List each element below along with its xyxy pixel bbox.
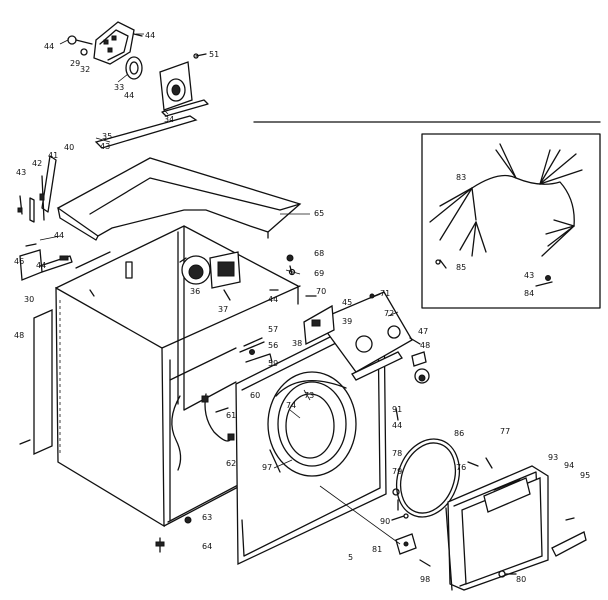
label-30: 30 [24,295,34,304]
label-43: 43 [100,142,110,151]
label-43: 43 [16,168,26,177]
label-37: 37 [218,305,228,314]
label-65: 65 [314,209,324,218]
inset-harness-box [253,121,601,309]
label-44: 44 [124,91,134,100]
label-80: 80 [516,575,526,584]
small-parts-left [17,155,57,223]
label-47: 47 [418,327,428,336]
label-63: 63 [202,513,212,522]
cabinet [55,225,301,528]
door-assembly [445,457,587,591]
label-44: 44 [44,42,54,51]
part-90 [391,513,409,521]
screws-63-64 [155,516,192,553]
label-48: 48 [420,341,430,350]
label-76: 76 [456,463,466,472]
ring-33 [125,56,143,80]
label-94: 94 [564,461,574,470]
label-71: 71 [380,289,390,298]
label-98: 98 [420,575,430,584]
label-36: 36 [190,287,200,296]
label-85: 85 [456,263,466,272]
label-91: 91 [392,405,402,414]
label-77: 77 [500,427,510,436]
bracket-34 [159,53,209,117]
label-79: 79 [392,467,402,476]
label-38: 38 [292,339,302,348]
side-cover-48 [19,308,53,456]
hinge-81 [395,533,431,567]
label-35: 35 [102,132,112,141]
label-83: 83 [456,173,466,182]
label-61: 61 [226,411,236,420]
label-44: 44 [36,261,46,270]
control-housing-assembly [67,21,143,65]
label-68: 68 [314,249,324,258]
label-34: 34 [164,115,174,124]
label-51: 51 [209,50,219,59]
label-59: 59 [268,359,278,368]
door-seal-78 [396,438,460,518]
top-panel-65 [56,157,302,241]
label-93: 93 [548,453,558,462]
label-46: 46 [14,257,24,266]
label-74: 74 [286,401,296,410]
label-73: 73 [304,391,314,400]
latch-79 [392,488,400,511]
label-84: 84 [524,289,534,298]
label-44: 44 [268,295,278,304]
label-72: 72 [384,309,394,318]
label-41: 41 [48,151,58,160]
label-95: 95 [580,471,590,480]
front-panel-frame [235,308,387,566]
label-56: 56 [268,341,278,350]
label-60: 60 [250,391,260,400]
label-33: 33 [114,83,124,92]
label-57: 57 [268,325,278,334]
label-44: 44 [392,421,402,430]
label-40: 40 [64,143,74,152]
label-32: 32 [80,65,90,74]
screw-91 [395,407,399,421]
label-44: 44 [54,231,64,240]
label-5: 5 [348,553,353,562]
leader-lines [39,33,401,545]
label-64: 64 [202,542,212,551]
label-81: 81 [372,545,382,554]
latch-parts [239,337,273,363]
label-62: 62 [226,459,236,468]
label-69: 69 [314,269,324,278]
screws-68-69 [269,254,296,291]
bracket-45 [303,295,335,346]
label-39: 39 [342,317,352,326]
wire-harness-60 [201,393,235,442]
label-45: 45 [342,298,352,307]
top-strip-35 [94,115,198,149]
label-42: 42 [32,159,42,168]
clip-71 [369,293,381,299]
part-labels: 44 29 32 44 51 33 44 34 35 43 40 41 42 4… [14,31,590,584]
label-43: 43 [524,271,534,280]
label-48: 48 [14,331,24,340]
console-bracket-47 [316,291,430,384]
label-29: 29 [70,59,80,68]
part-80 [498,570,517,578]
label-78: 78 [392,449,402,458]
timer-assembly [179,251,241,301]
label-70: 70 [316,287,326,296]
hinge-bracket-46 [19,243,73,281]
label-97: 97 [262,463,272,472]
label-86: 86 [454,429,464,438]
label-44: 44 [145,31,155,40]
label-90: 90 [380,517,390,526]
